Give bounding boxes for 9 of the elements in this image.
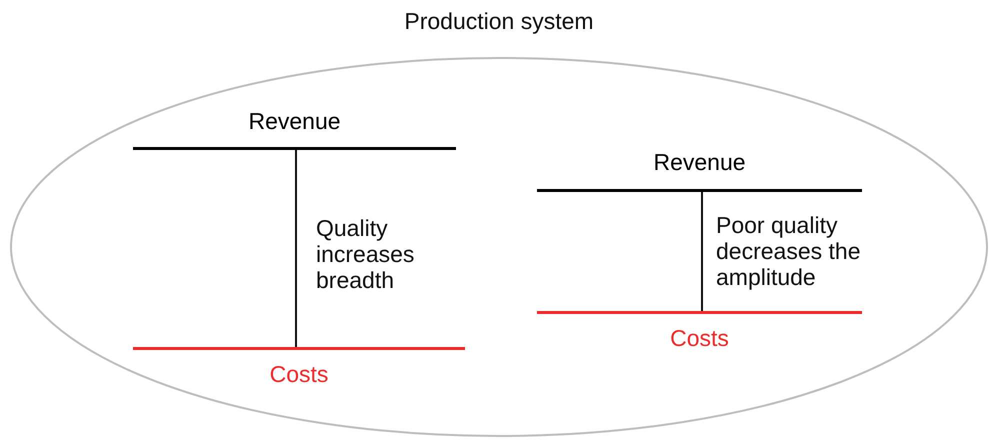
diagram-heading: Production system [403,8,595,35]
line-label: Revenue [248,107,341,136]
edge-label: Poor quality decreases the amplitude [716,212,862,290]
connector-line [295,150,297,347]
connector-line [701,192,703,311]
line-label: Costs [670,324,729,353]
line-label: Costs [270,360,328,389]
line-label: Revenue [653,148,746,177]
edge-label: Quality increases breadth [316,215,416,293]
